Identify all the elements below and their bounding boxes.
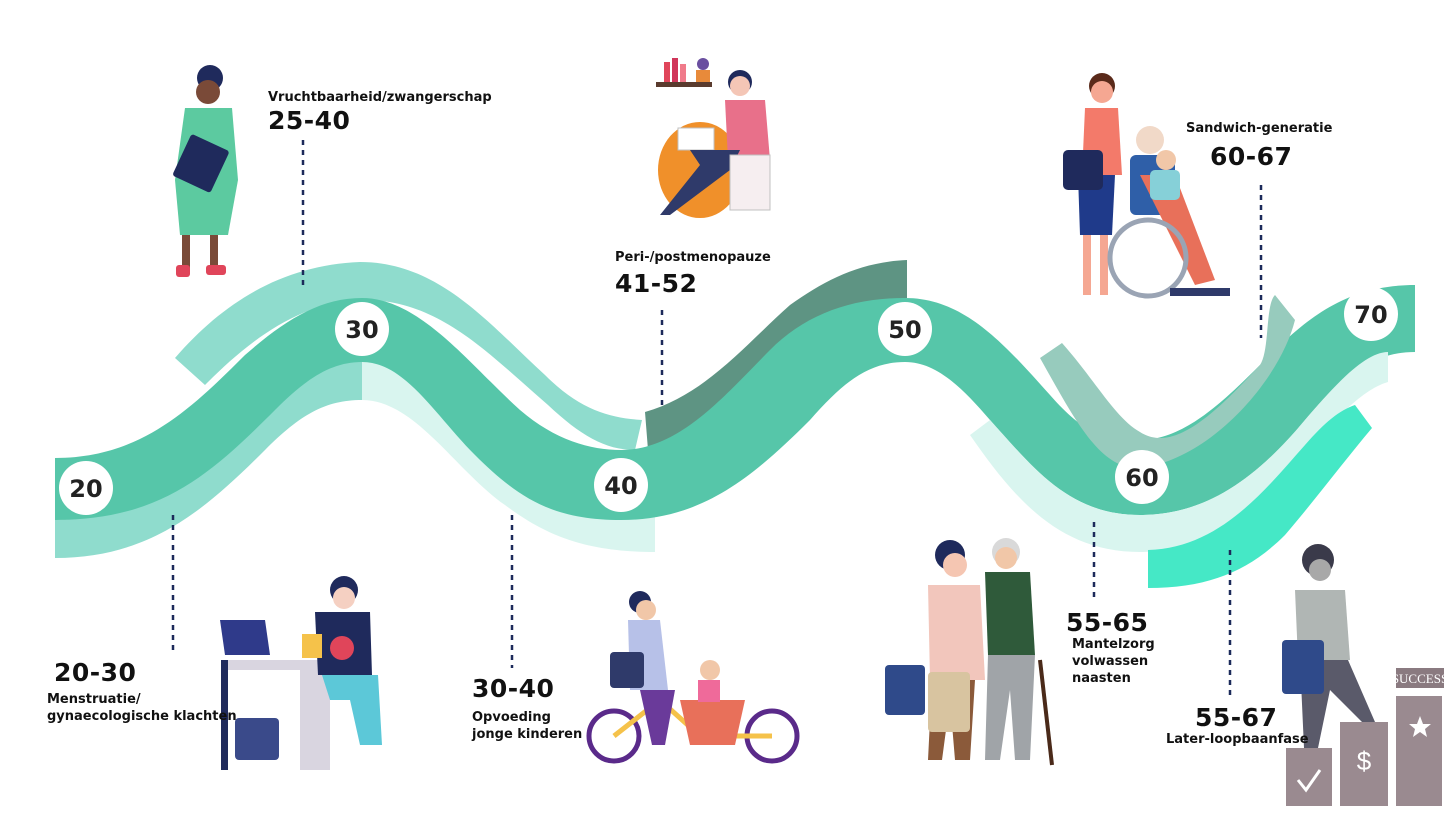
- phase-range: 60-67: [1210, 142, 1293, 171]
- walking-couple-illustration: [885, 538, 1054, 766]
- age-circle-50: [878, 302, 932, 356]
- phase-opvoeding: 30-40 Opvoeding jonge kinderen: [472, 676, 582, 743]
- desk-woman-illustration: [220, 576, 382, 770]
- phase-vruchtbaarheid: Vruchtbaarheid/zwangerschap 25-40: [268, 89, 492, 133]
- age-circle-70: [1344, 287, 1398, 341]
- phase-range: 25-40: [268, 106, 351, 135]
- phase-menopauze: Peri-/postmenopauze 41-52: [615, 249, 771, 296]
- connectors: [171, 140, 1263, 700]
- phase-range: 20-30: [54, 658, 137, 687]
- phase-description-line: Peri-/postmenopauze: [615, 250, 771, 265]
- success-illustration: SUCCESS $: [1282, 544, 1448, 806]
- phase-description: Opvoeding jonge kinderen: [472, 709, 582, 743]
- phase-description: Peri-/postmenopauze: [615, 249, 771, 266]
- phase-range: 30-40: [472, 674, 555, 703]
- ribbon-loopbaan: [1148, 405, 1372, 588]
- age-label-70: 70: [1354, 301, 1387, 329]
- phase-range: 55-67: [1195, 703, 1278, 732]
- phase-description: Mantelzorg volwassen naasten: [1072, 636, 1155, 687]
- phase-description: Later-loopbaanfase: [1166, 731, 1309, 748]
- phase-description-line: Later-loopbaanfase: [1166, 732, 1309, 747]
- phase-loopbaan: 55-67 Later-loopbaanfase: [1166, 705, 1309, 748]
- age-circle-20: [59, 461, 113, 515]
- phase-range: 41-52: [615, 269, 698, 298]
- age-label-60: 60: [1125, 464, 1158, 492]
- ribbon-sandwich: [1040, 295, 1295, 469]
- age-circle-40: [594, 458, 648, 512]
- laptop-woman-illustration: [656, 58, 771, 218]
- phase-sandwich: Sandwich-generatie 60-67: [1186, 120, 1332, 169]
- phase-description-line: Vruchtbaarheid/zwangerschap: [268, 90, 492, 105]
- phase-description: Vruchtbaarheid/zwangerschap: [268, 89, 492, 106]
- age-circle-30: [335, 302, 389, 356]
- phase-range: 55-65: [1066, 608, 1149, 637]
- age-markers: 20 30 40 50 60 70: [59, 287, 1398, 515]
- phase-description-line: Opvoeding: [472, 710, 551, 725]
- ribbon-vruchtbaarheid: [175, 262, 642, 450]
- ribbon-main: [55, 285, 1415, 520]
- success-sign-text: SUCCESS: [1392, 671, 1448, 686]
- age-label-40: 40: [604, 472, 637, 500]
- phase-description-line: volwassen: [1072, 654, 1149, 669]
- phase-menstruatie: 20-30 Menstruatie/ gynaecologische klach…: [47, 660, 237, 725]
- phase-description-line: gynaecologische klachten: [47, 709, 237, 724]
- dollar-sign-text: $: [1357, 746, 1372, 776]
- phase-description-line: Menstruatie/: [47, 692, 141, 707]
- phase-description: Sandwich-generatie: [1186, 120, 1332, 137]
- cargo-bike-illustration: [586, 591, 800, 764]
- ribbon-mantelzorg: [970, 352, 1388, 552]
- age-label-50: 50: [888, 316, 921, 344]
- ribbons: [55, 260, 1415, 588]
- phase-description: Menstruatie/ gynaecologische klachten: [47, 691, 237, 725]
- phase-description-line: naasten: [1072, 671, 1131, 686]
- wheelchair-illustration: [1063, 73, 1230, 299]
- age-label-20: 20: [69, 475, 102, 503]
- nurse-illustration: [173, 65, 238, 277]
- phase-description-line: Sandwich-generatie: [1186, 121, 1333, 136]
- phase-description-line: jonge kinderen: [472, 727, 583, 742]
- age-circle-60: [1115, 450, 1169, 504]
- phase-mantelzorg: 55-65 Mantelzorg volwassen naasten: [1066, 610, 1155, 687]
- phase-description-line: Mantelzorg: [1072, 637, 1155, 652]
- age-label-30: 30: [345, 316, 378, 344]
